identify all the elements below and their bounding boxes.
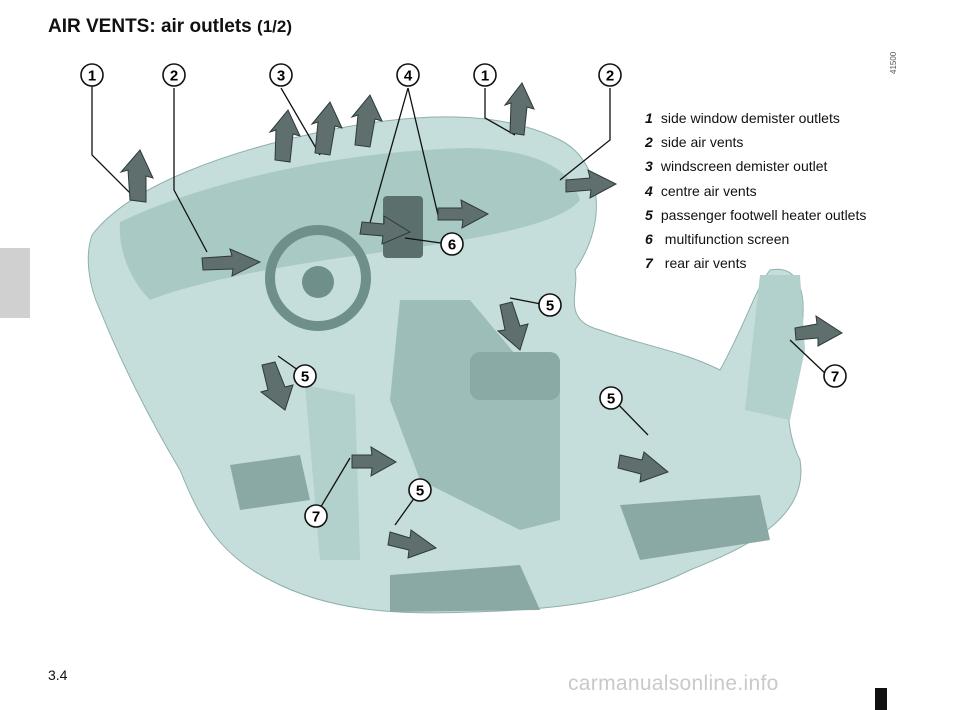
armrest-shape (470, 352, 560, 400)
arrow-down-icon (496, 301, 529, 351)
callout-1-left: 1 (80, 63, 104, 87)
callout-1-right: 1 (473, 63, 497, 87)
svg-text:1: 1 (481, 68, 489, 85)
callout-7-left: 7 (304, 504, 328, 528)
arrow-right-icon (794, 314, 843, 347)
page-number: 3.4 (48, 667, 68, 683)
svg-text:5: 5 (546, 298, 554, 315)
arrow-up-icon (310, 101, 343, 156)
callout-leaders (91, 85, 829, 526)
legend-item-5: 5 passenger footwell heater outlets (645, 206, 867, 223)
svg-text:3: 3 (277, 68, 285, 85)
legend: 1 side window demister outlets 2 side ai… (645, 106, 866, 275)
svg-text:7: 7 (312, 509, 320, 526)
callout-2-left: 2 (162, 63, 186, 87)
callout-7-right: 7 (823, 364, 847, 388)
arrow-right-icon (201, 248, 262, 277)
callout-3: 3 (269, 63, 293, 87)
page-title: AIR VENTS: air outlets (1/2) (48, 16, 292, 38)
callout-2-right: 2 (598, 63, 622, 87)
floor-mat-rear (390, 565, 540, 612)
callout-4: 4 (396, 63, 420, 87)
svg-text:5: 5 (607, 391, 615, 408)
arrow-right-icon (565, 169, 618, 199)
floor-mat-left (230, 455, 310, 510)
svg-text:5: 5 (301, 369, 309, 386)
svg-text:2: 2 (606, 68, 614, 85)
svg-text:5: 5 (416, 483, 424, 500)
arrow-up-icon (268, 109, 301, 163)
arrow-up-icon (350, 94, 383, 148)
page-title-part: (1/2) (257, 17, 292, 36)
corner-mark (875, 688, 887, 710)
airflow-arrows (119, 82, 843, 559)
steering-wheel (265, 225, 371, 331)
arrow-right-icon (359, 215, 412, 245)
legend-item-2: 2 side air vents (645, 134, 744, 151)
legend-item-3: 3 windscreen demister outlet (645, 158, 828, 175)
callout-5-left: 5 (293, 364, 317, 388)
callout-5-right: 5 (599, 386, 623, 410)
multifunction-screen-shape (383, 196, 423, 258)
legend-item-4: 4 centre air vents (645, 182, 757, 199)
arrow-down-icon (617, 451, 669, 483)
page-title-text: AIR VENTS: air outlets (48, 16, 252, 37)
floor-mat-right (620, 495, 770, 560)
svg-text:2: 2 (170, 68, 178, 85)
callout-5-rear: 5 (408, 478, 432, 502)
svg-text:1: 1 (88, 68, 96, 85)
arrow-down-icon (387, 529, 438, 559)
svg-text:4: 4 (404, 68, 413, 85)
callouts: 1 2 3 4 1 2 6 5 (80, 63, 847, 528)
arrow-right-icon (351, 446, 397, 477)
svg-text:7: 7 (831, 369, 839, 386)
arrow-up-icon (119, 149, 154, 203)
arrow-right-icon (437, 199, 490, 229)
svg-text:6: 6 (448, 237, 456, 254)
arrow-down-icon (259, 361, 294, 411)
callout-5-center: 5 (538, 293, 562, 317)
callout-6: 6 (440, 232, 464, 256)
legend-item-6: 6 multifunction screen (645, 231, 790, 248)
legend-item-7: 7 rear air vents (645, 255, 747, 272)
watermark: carmanualsonline.info (568, 672, 779, 695)
steering-hub (302, 266, 334, 298)
arrow-up-icon (503, 82, 535, 136)
legend-item-1: 1 side window demister outlets (645, 110, 840, 126)
right-pillar-shape (745, 275, 805, 420)
chapter-tab (0, 248, 30, 318)
